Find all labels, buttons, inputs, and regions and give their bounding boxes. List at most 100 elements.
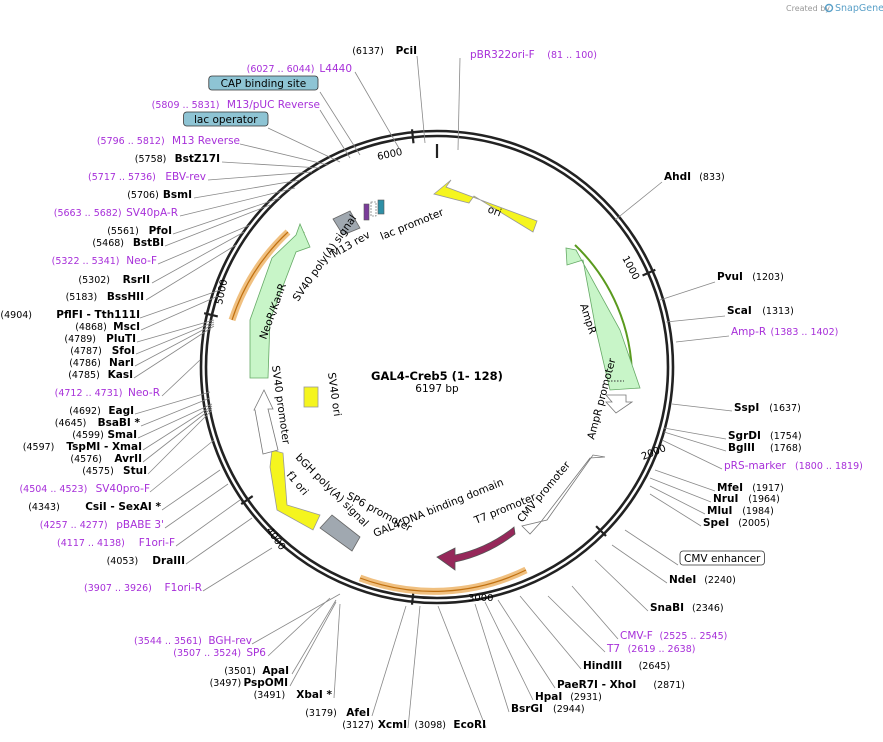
label-position: (1768) xyxy=(770,443,802,454)
snapgene-logo-icon xyxy=(824,3,834,13)
leader-line xyxy=(291,599,337,675)
feature-bgh xyxy=(319,514,361,552)
label-name: MluI xyxy=(707,505,732,517)
feature-neor xyxy=(249,222,311,379)
label-name: BsaBI * xyxy=(98,417,141,429)
label-name: NruI xyxy=(713,493,738,505)
label-position: (4645) xyxy=(55,418,87,429)
feature-sv40-polya xyxy=(332,210,361,236)
right-label-pvui: PvuI(1203) xyxy=(717,271,784,283)
leader-line xyxy=(133,325,215,379)
leader-line xyxy=(659,281,716,301)
leader-line xyxy=(624,529,679,566)
leader-line xyxy=(571,585,619,640)
label-position: (1637) xyxy=(769,403,801,414)
leader-line xyxy=(139,289,221,319)
leader-line xyxy=(594,559,649,612)
right-label-hpai: HpaI(2931) xyxy=(535,691,602,703)
leader-line xyxy=(149,439,215,493)
label-name: M13/pUC Reverse xyxy=(227,99,320,111)
label-name: AhdI xyxy=(664,171,691,183)
label-position: (4597) xyxy=(23,442,55,453)
label-position: (2240) xyxy=(704,575,736,586)
leader-line xyxy=(136,319,215,343)
right-label-bglii: BglII (1768) xyxy=(728,442,802,454)
label-position: (1383 .. 1402) xyxy=(771,327,839,338)
left-label-pluti: PluTI(4789) xyxy=(64,333,136,345)
feature-sv40-promoter xyxy=(253,389,279,455)
label-position: (5468) xyxy=(92,238,124,249)
right-label-bsrgi: BsrGI(2944) xyxy=(511,703,585,715)
feature-arcs xyxy=(228,179,641,595)
label-name: SV40pro-F xyxy=(96,483,150,495)
label-position: (4868) xyxy=(75,322,107,333)
right-label-t7: T7(2619 .. 2638) xyxy=(606,643,695,655)
label-position: (2645) xyxy=(639,661,671,672)
label-position: (2931) xyxy=(570,692,602,703)
left-label-bsmi: BsmI(5706) xyxy=(127,189,192,201)
label-position: (2619 .. 2638) xyxy=(628,644,696,655)
right-label-pbr322ori-f: pBR322ori-F(81 .. 100) xyxy=(470,49,597,61)
leader-line xyxy=(484,601,534,701)
label-position: (5663 .. 5682) xyxy=(54,208,122,219)
left-label-xbai: XbaI *(3491) xyxy=(254,689,333,701)
tick-label-6000: 6000 xyxy=(376,147,403,163)
leader-line xyxy=(614,181,663,221)
plasmid-name: GAL4-Creb5 (1- 128) xyxy=(371,369,503,383)
leader-line xyxy=(665,315,726,323)
label-position: (2005) xyxy=(738,518,770,529)
right-label-snabi: SnaBI(2346) xyxy=(650,602,724,614)
label-name: ApaI xyxy=(262,665,289,677)
label-position: (4117 .. 4138) xyxy=(57,538,125,549)
label-position: (2944) xyxy=(553,704,585,715)
left-label-afei: AfeI(3179) xyxy=(305,707,370,719)
left-label-bsabi: BsaBI * (4645) xyxy=(55,417,141,429)
label-name: CsiI - SexAI * xyxy=(85,501,161,513)
leader-line xyxy=(354,71,401,151)
feature-label-sv40-ori: SV40 ori xyxy=(325,372,343,417)
label-position: (3497) xyxy=(210,678,242,689)
leader-line xyxy=(661,439,723,470)
label-name: AfeI xyxy=(346,707,370,719)
label-name: ScaI xyxy=(727,305,752,317)
leader-line xyxy=(151,231,245,284)
label-name: CMV-F xyxy=(620,630,653,642)
label-name: SV40pA-R xyxy=(126,207,178,219)
label-position: (1984) xyxy=(742,506,774,517)
label-position: (833) xyxy=(699,172,725,183)
leader-line xyxy=(671,403,733,412)
leader-line xyxy=(289,601,337,687)
label-name: SmaI xyxy=(108,429,138,441)
label-name: BglII xyxy=(728,442,755,454)
label-position: (5717 .. 5736) xyxy=(88,172,156,183)
label-name: pRS-marker xyxy=(724,460,787,472)
right-label-prs-marker: pRS-marker(1800 .. 1819) xyxy=(724,460,863,472)
label-position: (4343) xyxy=(28,502,60,513)
leader-line xyxy=(649,477,712,503)
label-name: F1ori-F xyxy=(139,537,175,549)
label-position: (3907 .. 3926) xyxy=(84,583,152,594)
leader-line xyxy=(193,179,301,199)
label-position: (4904) xyxy=(0,310,32,321)
leader-line xyxy=(407,605,421,729)
leader-line xyxy=(175,499,241,547)
label-name: NdeI xyxy=(669,574,696,586)
feature-m13rev xyxy=(363,203,370,221)
label-name: PfoI xyxy=(149,225,172,237)
label-name: Neo-F xyxy=(126,255,157,267)
leader-line xyxy=(333,603,341,699)
leader-line xyxy=(519,595,582,670)
feature-cmv-promoter xyxy=(521,454,606,535)
leader-line xyxy=(239,143,329,166)
feature-sv40-ori xyxy=(303,386,319,408)
tick-label-1000: 1000 xyxy=(619,254,641,282)
left-label-pcii: PciI(6137) xyxy=(352,45,417,57)
label-name: MscI xyxy=(113,321,140,333)
left-label-stui: StuI(4575) xyxy=(82,465,147,477)
label-name: HindIII xyxy=(583,660,622,672)
left-label-bstz17i: BstZ17I(5758) xyxy=(135,153,220,165)
feature-ori xyxy=(433,179,538,233)
left-label-eagi: EagI(4692) xyxy=(69,405,134,417)
label-position: (4053) xyxy=(107,556,139,567)
feature-label-gal4: GAL4 DNA binding domain xyxy=(372,476,506,539)
